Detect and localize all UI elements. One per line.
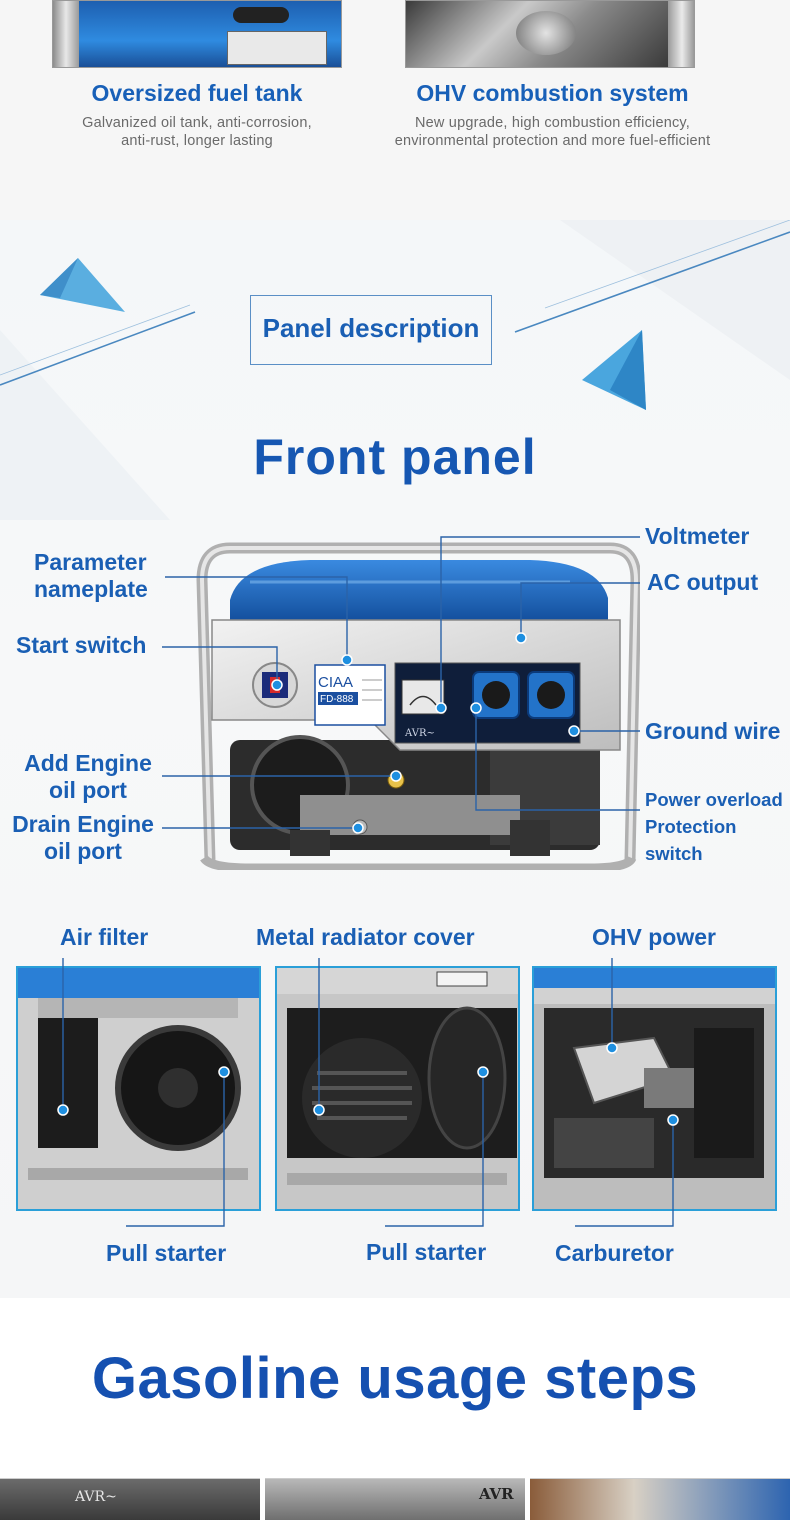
section-title: Panel description xyxy=(262,313,480,343)
feature-title-ohv: OHV combustion system xyxy=(416,80,689,106)
ohv-power-photo xyxy=(532,966,777,1211)
callout-text: Parameter xyxy=(34,549,147,575)
callout-text: Add Engine xyxy=(24,750,152,776)
step-photo-brand: AVR~ xyxy=(75,1489,117,1505)
label-radiator-cover: Metal radiator cover xyxy=(256,924,475,950)
air-filter-photo xyxy=(16,966,261,1211)
panel-brand: AVR~ xyxy=(404,728,435,739)
callout-text: oil port xyxy=(49,777,127,803)
callout-text: nameplate xyxy=(34,576,148,602)
nameplate-model: FD-888 xyxy=(320,694,354,705)
callout-text: Protection switch xyxy=(645,816,737,864)
feature-title-fuel-tank: Oversized fuel tank xyxy=(91,80,303,106)
desc-line: anti-rust, longer lasting xyxy=(121,133,273,149)
label-pull-starter-1: Pull starter xyxy=(106,1240,227,1266)
callout-parameter-nameplate: Parameter nameplate xyxy=(34,549,148,603)
callout-start-switch: Start switch xyxy=(16,632,147,658)
callout-ground-wire: Ground wire xyxy=(645,718,781,744)
frame-rail xyxy=(668,1,694,67)
step-photo-3 xyxy=(530,1478,790,1520)
feature-desc-ohv: New upgrade, high combustion efficiency,… xyxy=(360,114,745,150)
desc-line: environmental protection and more fuel-e… xyxy=(394,133,711,149)
decorative-lines xyxy=(0,220,790,520)
label-ohv-power: OHV power xyxy=(592,924,716,950)
engine-part xyxy=(516,11,576,55)
callout-text: Drain Engine xyxy=(12,811,154,837)
engine-detail-image xyxy=(277,968,518,1209)
callout-power-overload: Power overload Protection switch xyxy=(645,786,790,867)
callout-voltmeter: Voltmeter xyxy=(645,523,750,549)
generator-front-image: CIAA FD-888 AVR~ xyxy=(196,542,640,870)
feature-desc-fuel-tank: Galvanized oil tank, anti-corrosion, ant… xyxy=(40,114,354,150)
frame-rail xyxy=(53,1,79,67)
callout-text: Power overload xyxy=(645,789,783,810)
step-photo-1: AVR~ xyxy=(0,1478,260,1520)
engine-detail-image xyxy=(18,968,259,1209)
gasoline-title: Gasoline usage steps xyxy=(91,1346,699,1411)
detail-callout-lines xyxy=(57,958,679,1227)
label-pull-starter-2: Pull starter xyxy=(366,1239,487,1265)
callout-add-oil: Add Engine oil port xyxy=(18,750,158,804)
callout-text: oil port xyxy=(44,838,122,864)
tank-sticker xyxy=(227,31,327,65)
callout-lines xyxy=(162,536,640,834)
radiator-cover-photo xyxy=(275,966,520,1211)
ohv-engine-photo xyxy=(405,0,695,68)
nameplate-brand: CIAA xyxy=(318,674,353,691)
section-title-frame xyxy=(250,295,492,365)
fuel-tank-photo xyxy=(52,0,342,68)
desc-line: Galvanized oil tank, anti-corrosion, xyxy=(82,115,312,131)
step-photo-brand: AVR xyxy=(479,1485,514,1503)
step-photo-2: AVR xyxy=(265,1478,525,1520)
engine-detail-image xyxy=(534,968,775,1209)
tank-cap xyxy=(233,7,289,23)
label-carburetor: Carburetor xyxy=(555,1240,674,1266)
label-air-filter: Air filter xyxy=(60,924,149,950)
callout-drain-oil: Drain Engine oil port xyxy=(8,811,158,865)
front-panel-title: Front panel xyxy=(253,429,537,485)
callout-ac-output: AC output xyxy=(647,569,759,595)
desc-line: New upgrade, high combustion efficiency, xyxy=(414,115,691,131)
